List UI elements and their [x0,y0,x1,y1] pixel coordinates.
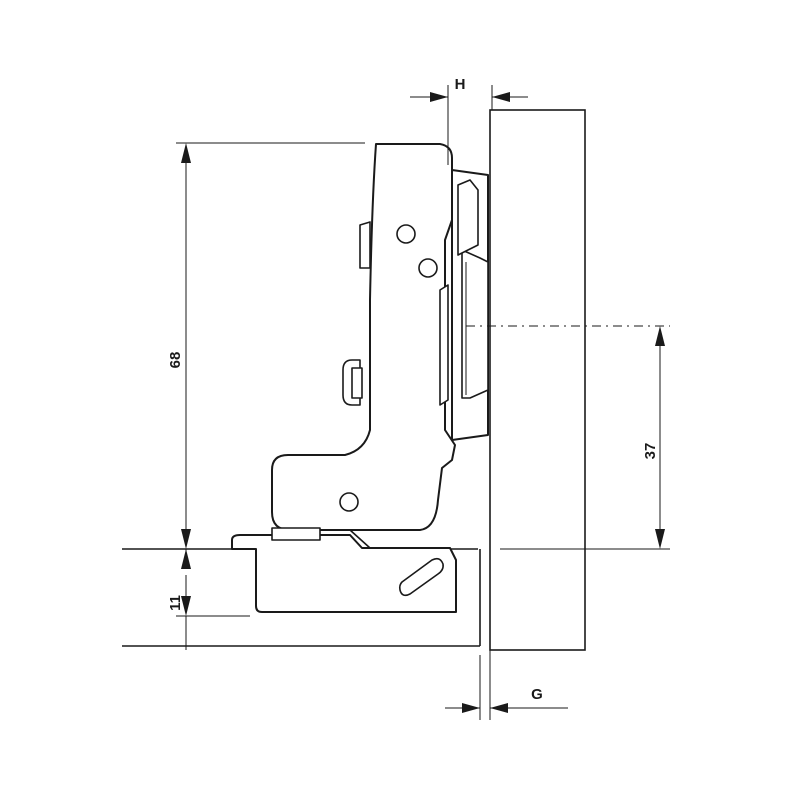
dimension-g-label: G [531,686,543,703]
cabinet-side-panel [489,109,586,651]
hinge-cup [231,527,457,613]
rivet-upper [396,224,416,244]
dimension-h: H [410,76,528,102]
hinge-arm [271,143,456,531]
dimension-68-label: 68 [167,352,184,369]
rivet-lower [339,492,359,512]
dimension-68: 68 [167,143,191,549]
dimension-g: G [445,686,568,713]
dimension-37: 37 [642,326,665,549]
mounting-plate [451,169,489,441]
dimension-11-label: 11 [167,595,184,611]
dimension-11: 11 [167,549,191,616]
dimension-h-label: H [455,76,466,93]
dimension-37-label: 37 [642,443,659,460]
rivet-middle [418,258,438,278]
